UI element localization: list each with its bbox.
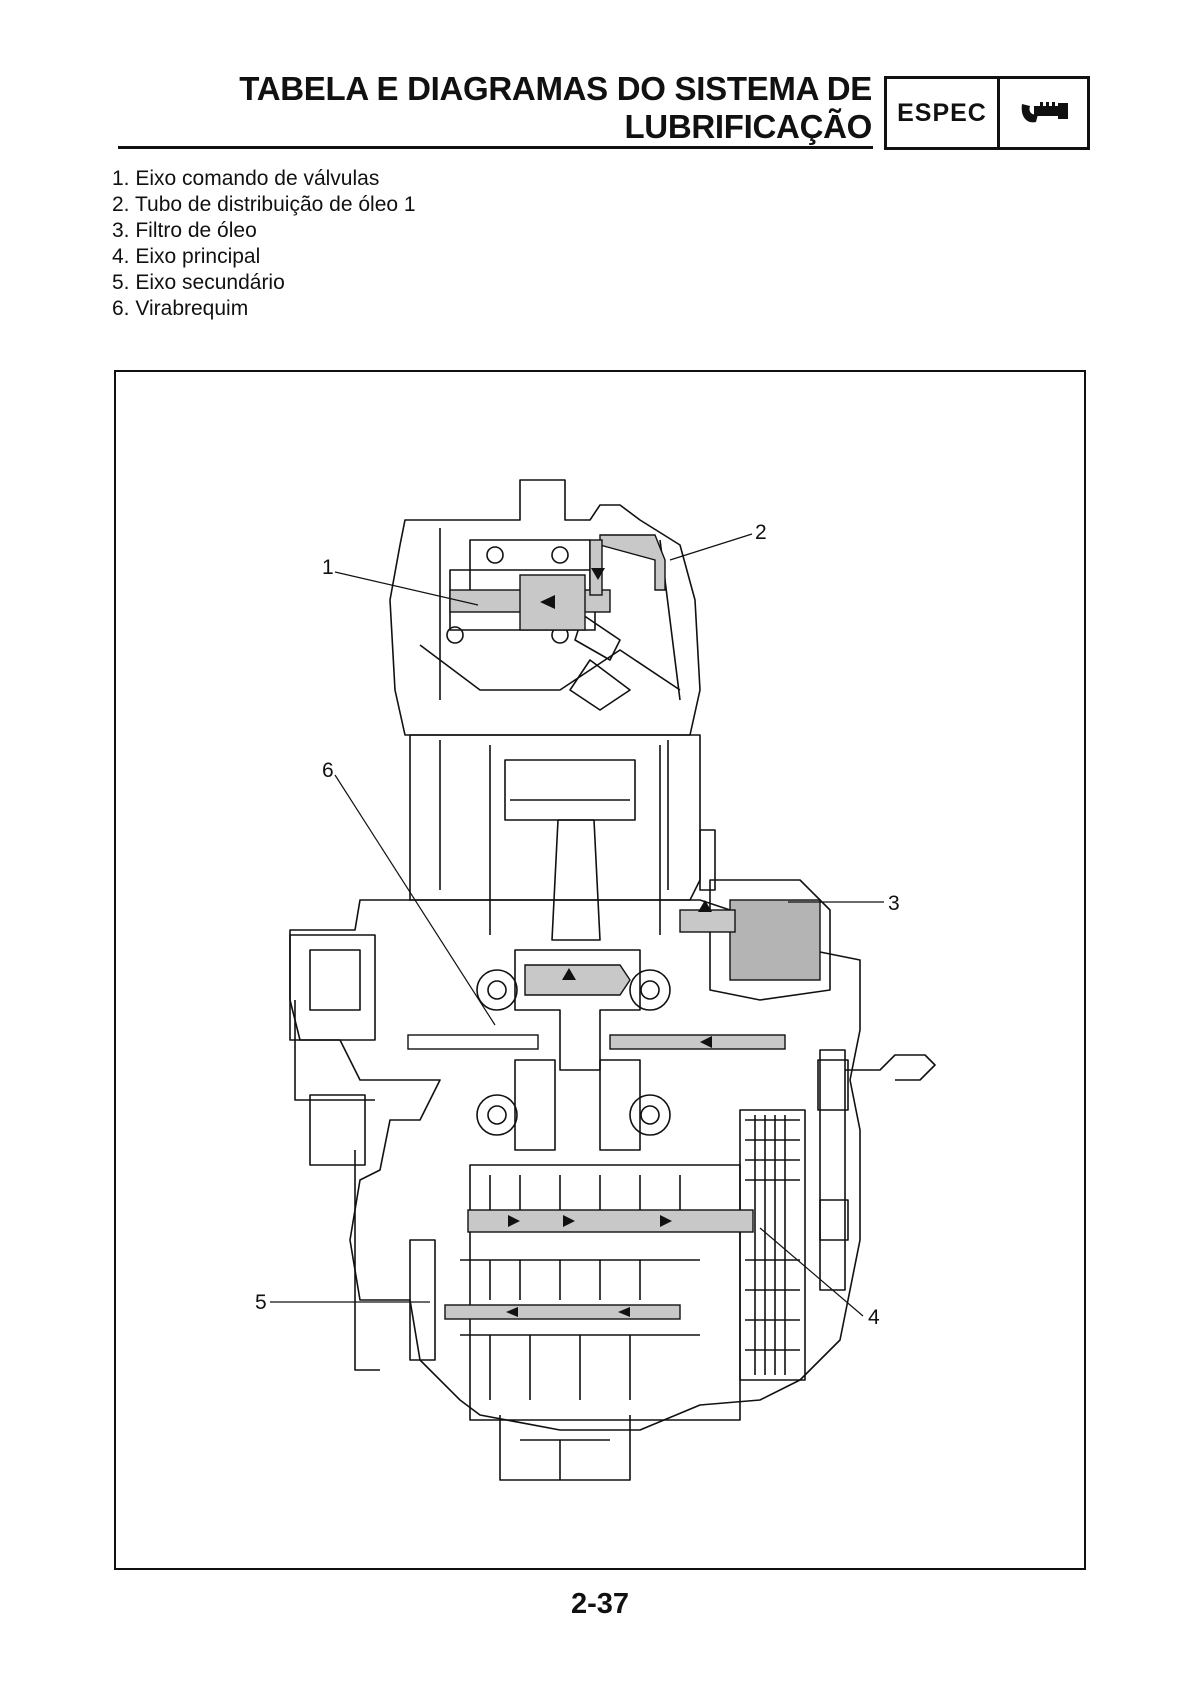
page-title-line-2: LUBRIFICAÇÃO xyxy=(624,108,872,145)
header-rule xyxy=(118,146,873,149)
callout-2: 2 xyxy=(755,521,767,544)
oil-filter-housing xyxy=(709,879,831,1001)
cylinder-head xyxy=(389,479,701,736)
diagram-frame xyxy=(114,370,1086,1570)
crank-oil-passage xyxy=(524,964,631,996)
section-tag-box: ESPEC xyxy=(884,76,1090,150)
callout-6: 6 xyxy=(322,759,334,782)
main-shaft-passage xyxy=(467,1209,754,1233)
legend-list: 1. Eixo comando de válvulas 2. Tubo de d… xyxy=(112,166,416,322)
callout-5: 5 xyxy=(255,1291,267,1314)
legend-item: 6. Virabrequim xyxy=(112,297,249,320)
legend-item: 1. Eixo comando de válvulas xyxy=(112,167,380,190)
oil-delivery-pipe xyxy=(599,534,666,591)
legend-item: 2. Tubo de distribuição de óleo 1 xyxy=(112,193,416,216)
piston xyxy=(504,759,636,821)
micrometer-icon xyxy=(1000,79,1087,147)
secondary-shaft-passage xyxy=(444,1304,681,1320)
page-title: TABELA E DIAGRAMAS DO SISTEMA DE LUBRIFI… xyxy=(239,70,872,146)
clutch-pack xyxy=(739,1109,806,1381)
legend-item: 3. Filtro de óleo xyxy=(112,219,257,242)
callout-4: 4 xyxy=(868,1306,880,1329)
callout-1: 1 xyxy=(322,556,334,579)
callout-3: 3 xyxy=(888,892,900,915)
cylinder-block xyxy=(409,734,701,901)
page-number: 2-37 xyxy=(570,1588,630,1620)
legend-item: 5. Eixo secundário xyxy=(112,271,285,294)
oil-filter-element xyxy=(729,899,821,981)
page-title-line-1: TABELA E DIAGRAMAS DO SISTEMA DE xyxy=(239,70,872,107)
legend-item: 4. Eixo principal xyxy=(112,245,261,268)
section-tag-label: ESPEC xyxy=(887,79,1000,147)
connecting-rod xyxy=(551,819,601,941)
